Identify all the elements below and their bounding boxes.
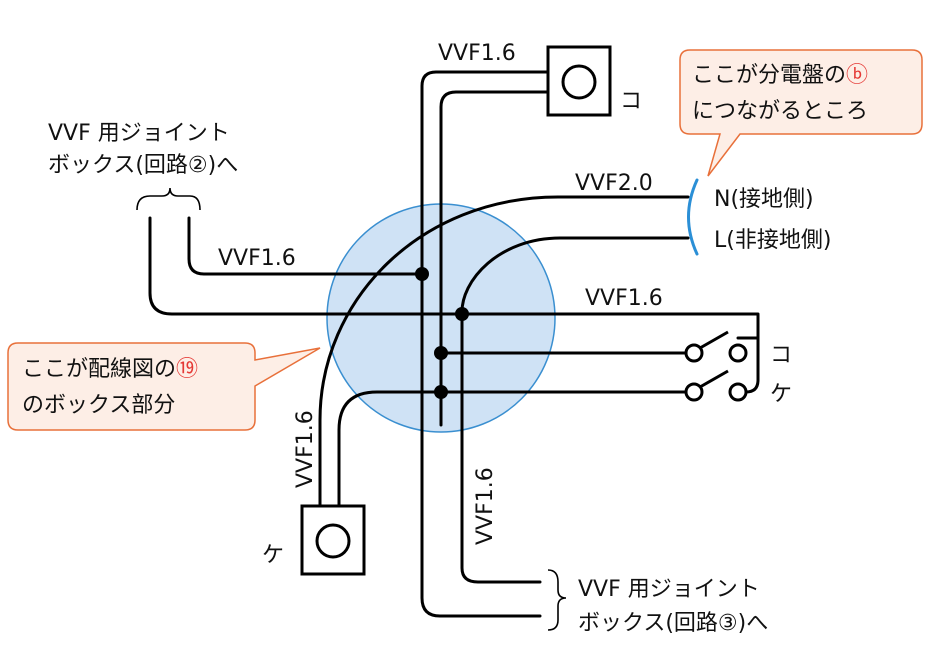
wire-vvf16-outer: [420, 70, 550, 618]
label-switch-ko: コ: [770, 343, 792, 368]
wire-jbox2-outer: [148, 216, 760, 340]
label-vvf16-right: VVF1.6: [585, 286, 663, 311]
label-vvf16-left: VVF1.6: [218, 246, 296, 271]
wire-switch-ke: [337, 390, 688, 510]
label-jbox3-line1: VVF 用ジョイント: [578, 577, 760, 602]
label-vvf20: VVF2.0: [575, 171, 653, 196]
wire-jbox2-inner: [187, 216, 424, 276]
callout-box-text: ここが配線図の: [22, 357, 176, 382]
callout-panel-box: [679, 49, 923, 177]
lamp-box-ke: [300, 504, 366, 576]
label-jbox2-line1: VVF 用ジョイント: [48, 121, 230, 146]
wire-neutral: [318, 195, 690, 510]
callout-panel-mark: ⓑ: [846, 63, 868, 88]
wire-switch-common: [736, 336, 760, 394]
label-l-side: L(非接地側): [714, 228, 831, 253]
brace-jbox2-icon: [136, 187, 201, 211]
label-vvf16-vert-mid: VVF1.6: [473, 467, 498, 545]
callout-box-line1: ここが配線図の⑲: [22, 357, 198, 382]
label-vvf16-vert-left: VVF1.6: [293, 410, 318, 488]
wire-vvf16-inner: [439, 90, 550, 427]
lamp-ko-icon: [561, 64, 597, 100]
label-lamp-ko: コ: [620, 89, 642, 114]
label-jbox3-line2: ボックス(回路③)へ: [578, 611, 768, 636]
label-vvf16-top: VVF1.6: [438, 41, 516, 66]
panel-bracket-icon: [687, 178, 699, 256]
lamp-ke-icon: [315, 523, 351, 559]
lamp-box-ko: [546, 45, 612, 117]
callout-box-line2: のボックス部分: [22, 393, 175, 418]
junction-dot-1: [415, 267, 429, 281]
junction-dot-3: [434, 346, 448, 360]
junction-dot-2: [455, 307, 469, 321]
label-n-side: N(接地側): [714, 187, 814, 212]
brace-jbox3-icon: [547, 569, 567, 631]
callout-box-mark: ⑲: [176, 357, 198, 382]
wire-line: [460, 236, 690, 584]
callout-panel-line2: につながるところ: [692, 99, 868, 124]
switch-ko-icon: [684, 330, 748, 363]
switch-ke-icon: [684, 369, 748, 402]
callout-panel-text: ここが分電盤の: [692, 63, 846, 88]
callout-panel-line1: ここが分電盤のⓑ: [692, 63, 868, 88]
junction-dot-4: [434, 385, 448, 399]
label-switch-ke: ケ: [770, 382, 792, 407]
callout-box-part: [7, 342, 321, 431]
label-jbox2-line2: ボックス(回路②)へ: [48, 153, 238, 178]
label-lamp-ke: ケ: [262, 543, 284, 568]
